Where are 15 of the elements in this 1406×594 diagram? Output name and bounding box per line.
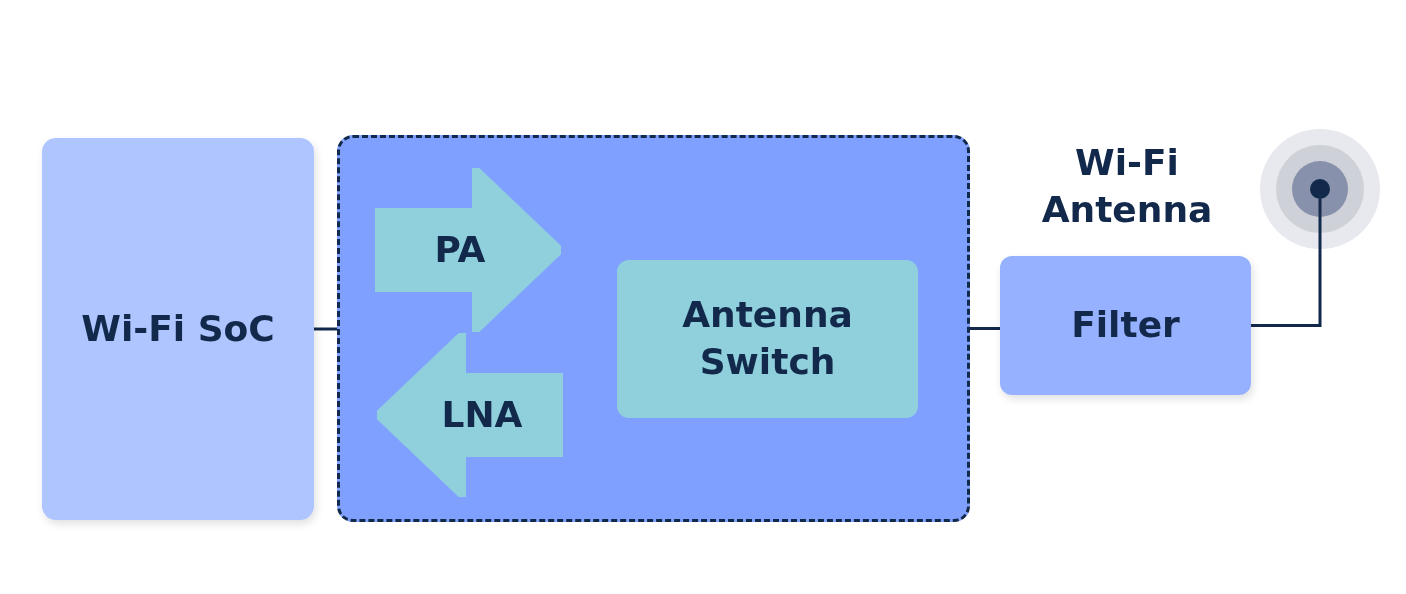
connector-line [1251,199,1322,327]
amplifier-block [375,168,561,332]
connector-line [314,327,337,331]
block-label: PA [434,227,486,272]
block-box [42,138,314,520]
antenna-label: Wi-Fi Antenna [1040,141,1214,232]
block-label: Filter [1071,303,1180,348]
block-label: Antenna Switch [681,293,854,384]
module-container [337,135,970,522]
amplifier-block [377,333,563,497]
block-box [1000,256,1251,395]
block-label: LNA [441,392,523,437]
block-label: Wi-Fi SoC [81,306,275,351]
connector-line [970,327,1000,330]
block-box [617,260,918,418]
